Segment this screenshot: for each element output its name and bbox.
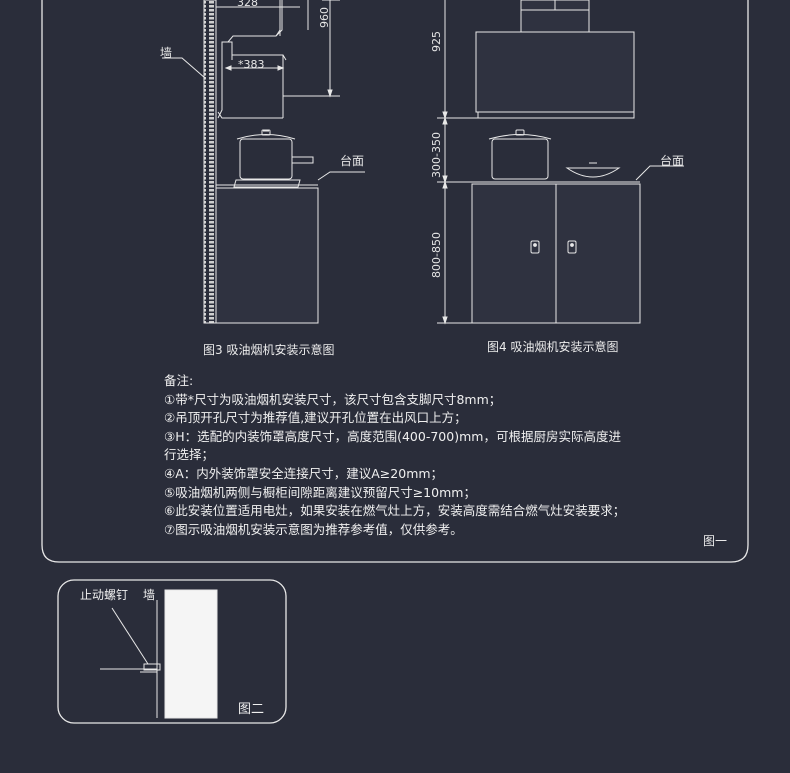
panel-two-border — [57, 579, 287, 724]
fig3-dim-width: *383 — [238, 58, 265, 71]
fig3-dim-height: 960 — [318, 7, 331, 28]
note-line: 行选择； — [164, 447, 215, 463]
fig4-dim-cabinet: 800-850 — [430, 232, 443, 278]
note-line: ①带*尺寸为吸油烟机安装尺寸，该尺寸包含支脚尺寸8mm； — [164, 391, 502, 407]
note-line: ③H：选配的内装饰罩高度尺寸，高度范围(400-700)mm，可根据厨房实际高度… — [164, 428, 621, 444]
notes-block: 备注: ①带*尺寸为吸油烟机安装尺寸，该尺寸包含支脚尺寸8mm； ②吊顶开孔尺寸… — [164, 372, 684, 539]
fig4-dim-gap: 300-350 — [430, 132, 443, 178]
fig3-dim-top: 328 — [237, 0, 258, 9]
panel-one-label: 图一 — [703, 534, 728, 548]
fig4-caption: 图4 吸油烟机安装示意图 — [487, 340, 619, 354]
fig3-wall — [203, 0, 217, 324]
figure4-drawing — [437, 0, 684, 325]
panel2-wall-label: 墙 — [143, 588, 156, 602]
panel-one-border — [41, 0, 749, 563]
note-line: ⑤吸油烟机两侧与橱柜间隙距离建议预留尺寸≥10mm； — [164, 484, 476, 500]
note-line: ②吊顶开孔尺寸为推荐值,建议开孔位置在出风口上方； — [164, 410, 467, 426]
note-line: ⑥此安装位置适用电灶，如果安装在燃气灶上方，安装高度需结合燃气灶安装要求； — [164, 503, 626, 519]
fig3-caption: 图3 吸油烟机安装示意图 — [203, 343, 335, 357]
panel2-drawing — [100, 589, 218, 719]
screw-label: 止动螺钉 — [80, 588, 129, 602]
note-line: ④A：内外装饰罩安全连接尺寸，建议A≥20mm； — [164, 465, 444, 481]
figure3-drawing — [162, 0, 365, 324]
note-line: ⑦图示吸油烟机安装示意图为推荐参考值，仅供参考。 — [164, 521, 463, 537]
notes-title: 备注: — [164, 373, 194, 388]
fig4-dim-hood: 925 — [430, 31, 443, 52]
fig3-wall-label: 墙 — [160, 46, 173, 60]
fig4-counter-label: 台面 — [660, 154, 685, 168]
panel-two-label: 图二 — [238, 702, 265, 717]
fig3-counter-label: 台面 — [340, 154, 365, 168]
